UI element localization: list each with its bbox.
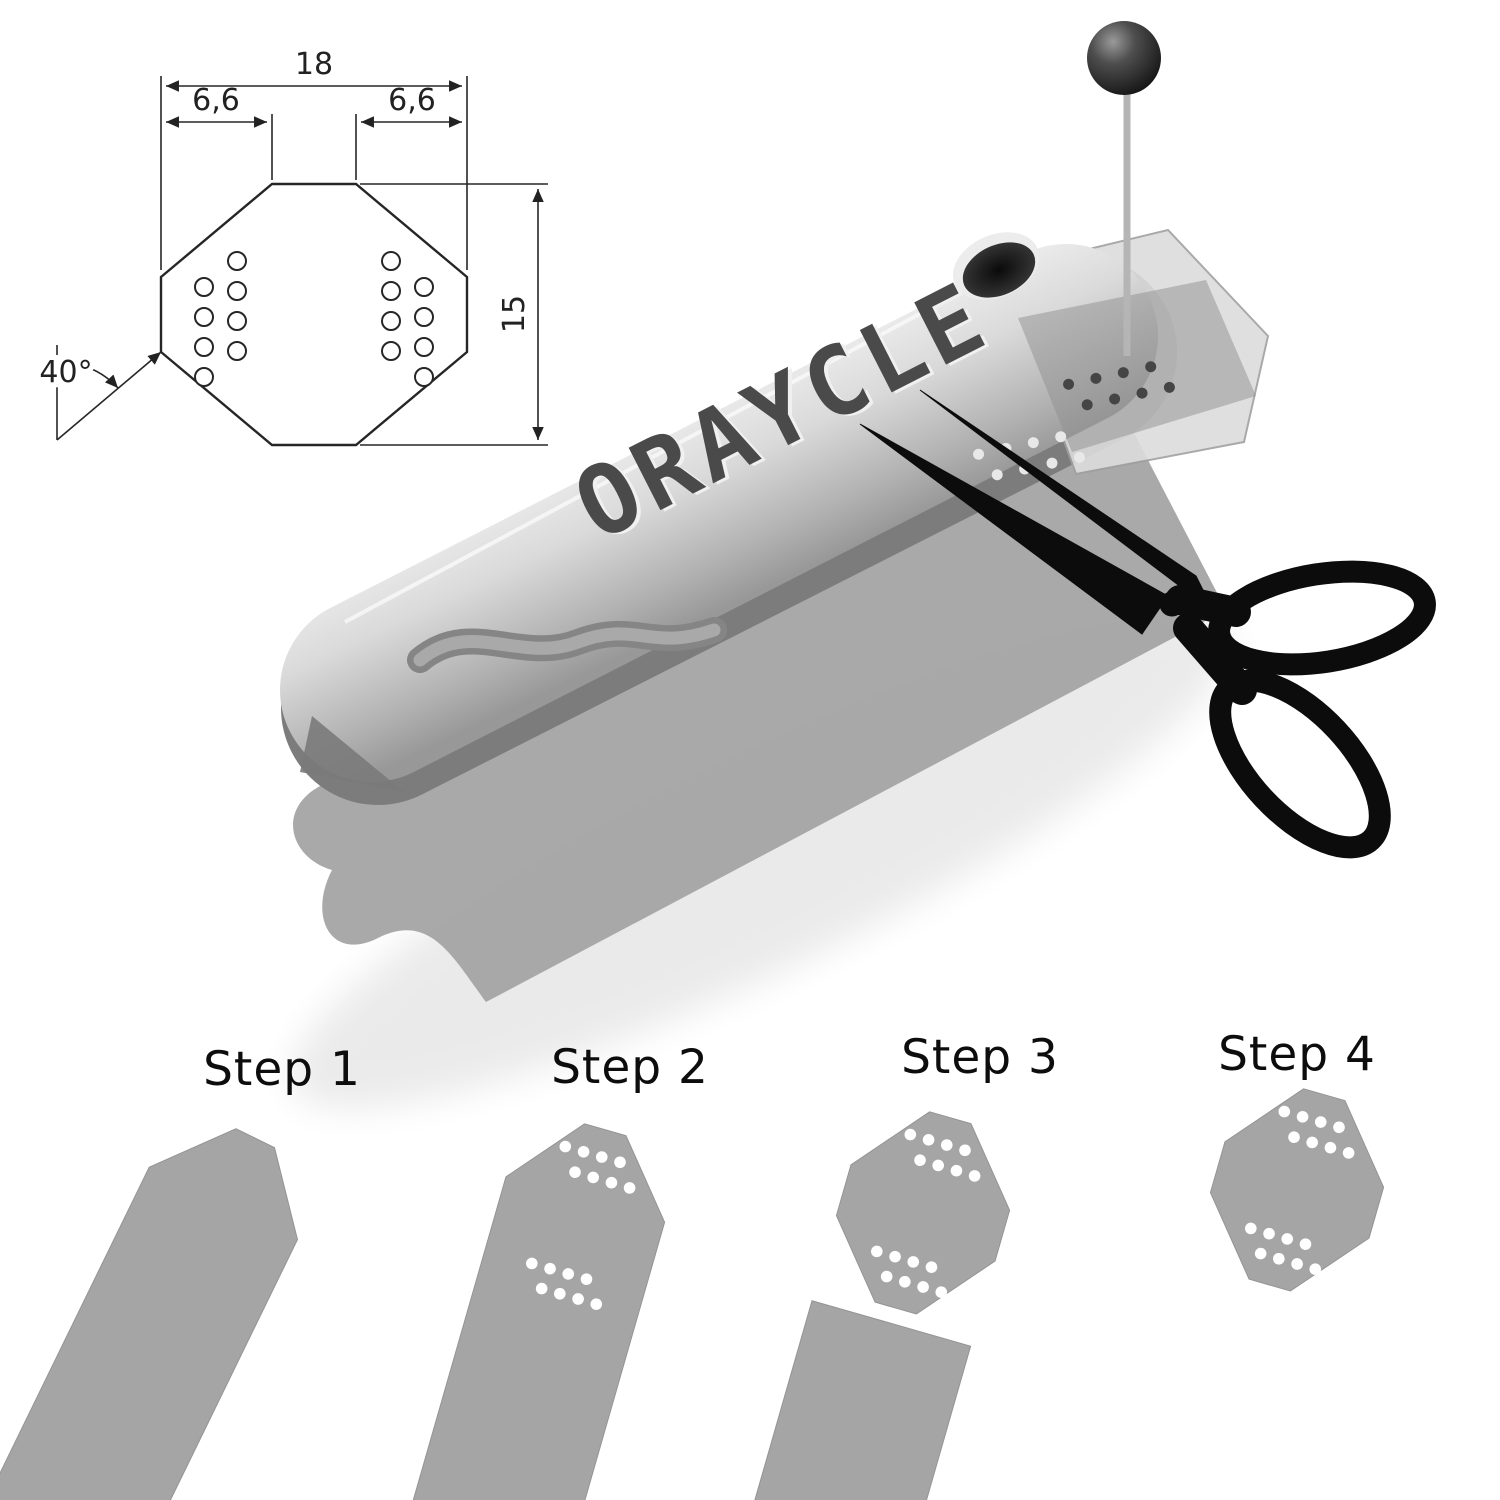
dim-label-overall-width: 18 [295,47,333,82]
dimension-overall-width: 18 [160,47,468,270]
step-3-label: Step 3 [901,1030,1059,1085]
technical-drawing: 18 6,6 6,6 15 40° [34,47,548,447]
hole-pattern-right [381,251,434,387]
step-3-remaining-strip [692,1300,972,1500]
step-2-strip [349,1106,686,1500]
step-1-plain-strip [0,1101,330,1500]
step-3-cut-piece [815,1094,1031,1332]
dim-label-left-offset: 6,6 [192,83,240,118]
ground-shadow [290,611,1230,1109]
step-3-strip [692,1094,1031,1500]
dimension-right-offset: 6,6 [355,83,462,180]
hole-pattern-left [194,251,247,387]
step-4-octagon-piece [1189,1071,1405,1309]
scissors [859,389,1436,859]
step-4-label: Step 4 [1218,1027,1376,1082]
dim-label-right-offset: 6,6 [388,83,436,118]
dim-label-height: 15 [497,295,532,333]
step-2-label: Step 2 [551,1040,709,1095]
s-slot-inner [413,623,721,667]
dimension-height: 15 [360,183,548,446]
step-1-label: Step 1 [203,1042,361,1097]
dimension-chamfer-angle: 40° [34,345,162,441]
punched-holes-upper [1063,361,1175,411]
strip-flap [1018,280,1256,452]
octagon-outline [159,182,469,447]
dimension-left-offset: 6,6 [166,83,273,180]
dim-label-chamfer-angle: 40° [39,355,92,390]
punched-holes-lower [973,431,1085,481]
pin-ball [1087,21,1161,95]
marking-pin [1087,21,1161,356]
step-4-piece [1189,1071,1405,1309]
tool-left-notch [300,716,404,792]
tool-edge-highlight [344,256,1025,624]
material-strip [293,364,1227,1002]
scissors-handle-loop-1 [1208,560,1436,676]
scissors-handle-loop-2 [1209,669,1391,859]
step-1-strip [0,1101,330,1500]
scissors-blade-1 [859,423,1169,635]
lanyard-hole [962,242,1036,298]
step-2-perforated-strip [349,1106,686,1500]
